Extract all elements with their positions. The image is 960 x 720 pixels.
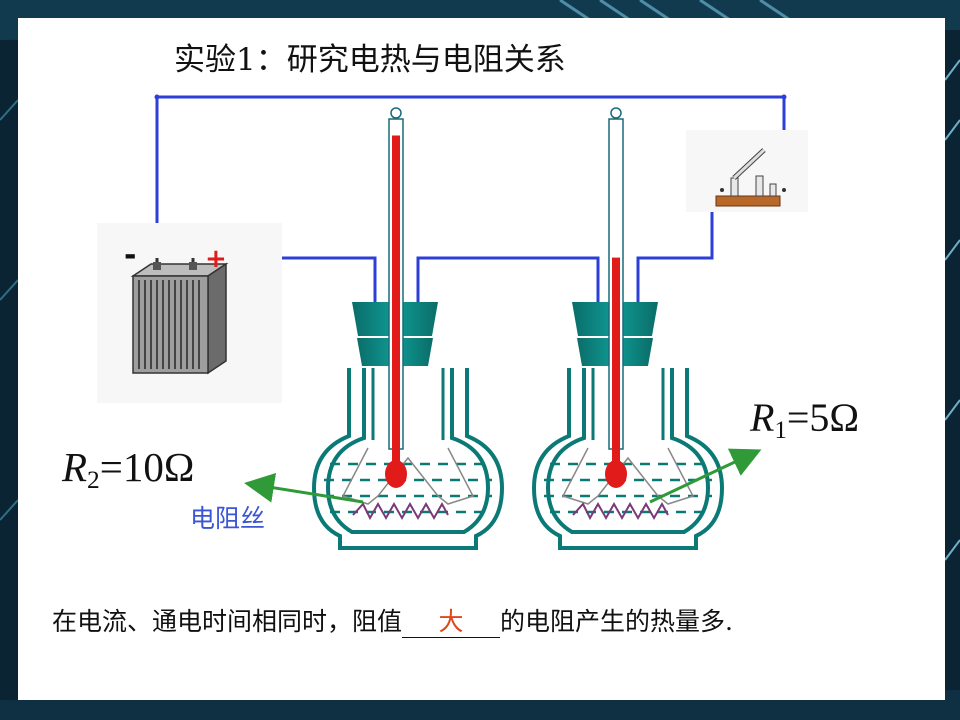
pointer-arrow-left [244,472,364,504]
left-thermometer [385,107,407,488]
r1-symbol: R [750,395,775,440]
negative-terminal-symbol: - [124,238,136,273]
resistance-wire-label: 电阻丝 [190,504,266,533]
positive-terminal-symbol: + [205,244,227,274]
r2-symbol: R [62,444,88,490]
knife-switch [686,130,808,212]
left-flask [311,302,505,550]
r1-value: =5Ω [786,395,860,440]
pointer-arrow-right [649,448,762,504]
circuit-diagram: - + [97,94,808,550]
slide-title: 实验1：研究电热与电阻关系 [174,42,566,78]
left-mercury-column [392,135,400,449]
r1-subscript: 1 [774,416,787,444]
resistor-r1-label: R1=5Ω [750,394,859,445]
right-mercury-column [612,257,620,449]
r2-value: =10Ω [99,444,195,490]
right-thermometer [605,107,627,488]
conclusion-sentence: 在电流、通电时间相同时，阻值大的电阻产生的热量多. [52,602,932,642]
r2-subscript: 2 [87,466,100,495]
conclusion-before: 在电流、通电时间相同时，阻值 [52,607,403,636]
conclusion-after: 的电阻产生的热量多. [500,607,733,636]
battery: - + [97,223,282,403]
slide-canvas: 实验1：研究电热与电阻关系 [18,18,945,700]
resistor-r2-label: R2=10Ω [62,443,194,495]
conclusion-answer-blank: 大 [402,607,501,638]
right-flask [531,302,725,550]
